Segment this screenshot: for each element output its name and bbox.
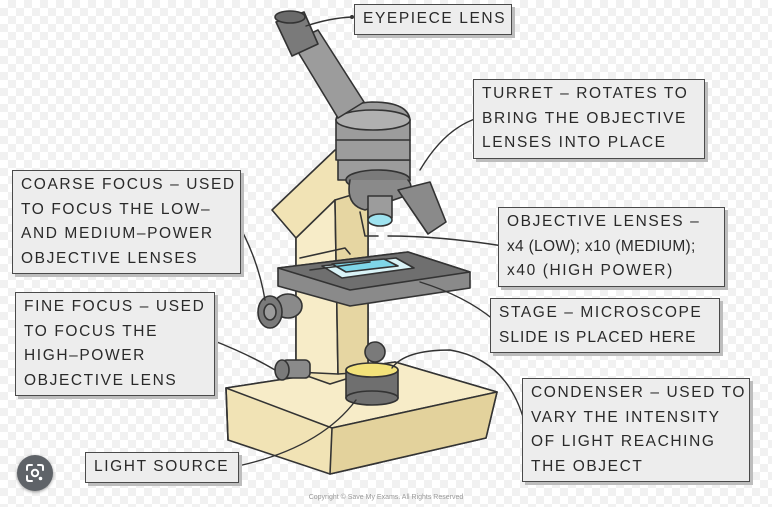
label-stage: STAGE – MICROSCOPE SLIDE IS PLACED HERE xyxy=(490,298,720,353)
google-lens-button[interactable] xyxy=(17,455,53,491)
copyright-text: Copyright © Save My Exams. All Rights Re… xyxy=(308,494,464,501)
leader-turret xyxy=(419,117,479,171)
leader-objective xyxy=(387,235,504,247)
turret xyxy=(337,159,447,237)
fine-focus-knob xyxy=(274,341,386,381)
label-turret: TURRET – ROTATES TO BRING THE OBJECTIVE … xyxy=(473,79,705,159)
label-condenser: CONDENSER – USED TO VARY THE INTENSITY O… xyxy=(522,378,750,482)
leader-condenser xyxy=(391,349,527,429)
google-lens-icon xyxy=(26,464,44,482)
label-fine-focus: FINE FOCUS – USED TO FOCUS THE HIGH–POWE… xyxy=(15,292,215,396)
condenser-light xyxy=(345,362,399,406)
leader-light xyxy=(237,399,357,467)
label-light-source: LIGHT SOURCE xyxy=(85,452,239,483)
microscope-head xyxy=(335,101,411,161)
microscope-stage xyxy=(277,247,471,307)
leader-fine xyxy=(211,339,276,371)
leader-stage xyxy=(419,281,495,321)
eyepiece-tube xyxy=(274,10,365,119)
label-objective-lenses: OBJECTIVE LENSES – x4 (LOW); x10 (MEDIUM… xyxy=(498,207,725,287)
label-coarse-focus: COARSE FOCUS – USED TO FOCUS THE LOW– AN… xyxy=(12,170,241,274)
label-eyepiece-lens: EYEPIECE LENS xyxy=(354,4,512,35)
coarse-focus-knob xyxy=(257,293,303,329)
leader-eyepiece xyxy=(305,16,353,27)
